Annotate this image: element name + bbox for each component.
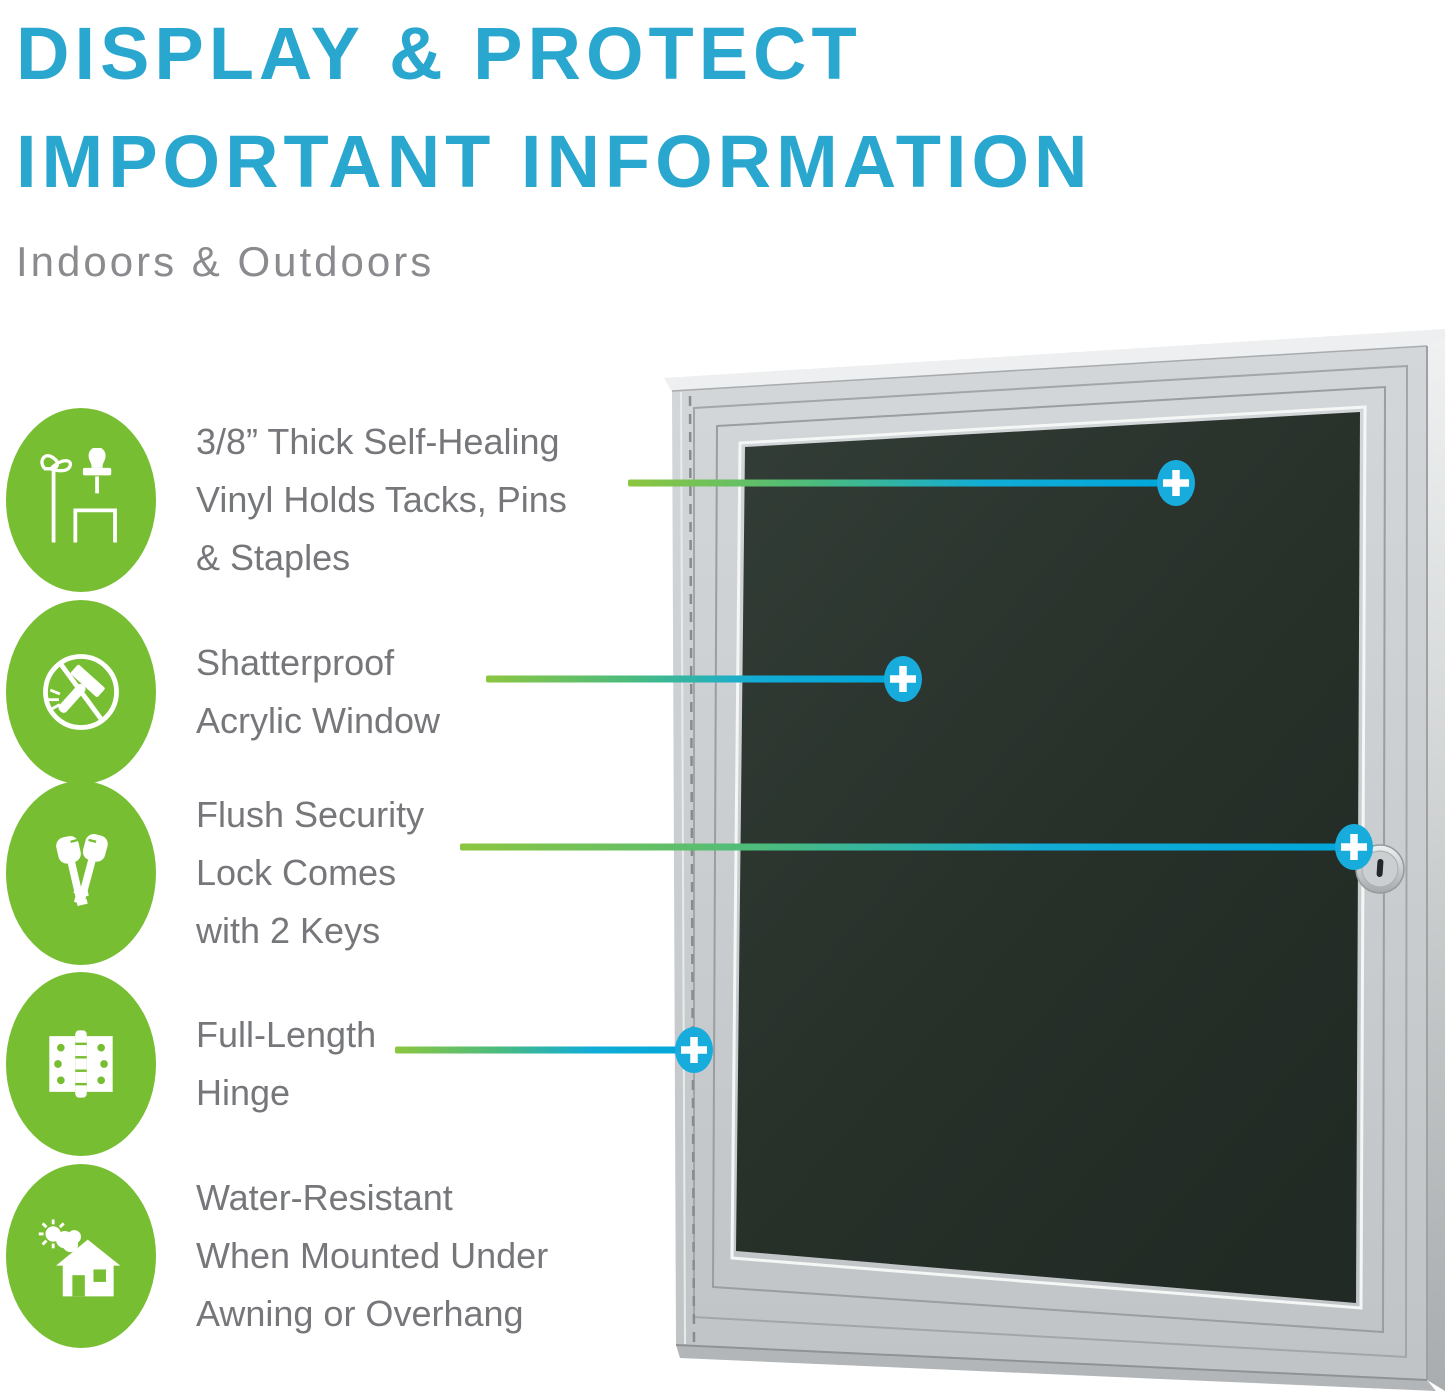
feature-vinyl: 3/8” Thick Self-Healing Vinyl Holds Tack… xyxy=(6,408,567,592)
frame-left-highlight xyxy=(680,391,686,1345)
cloud xyxy=(56,1230,81,1253)
callout-line-hinge xyxy=(395,1046,694,1054)
feature-text: Flush Security Lock Comes with 2 Keys xyxy=(196,794,425,951)
sun xyxy=(38,1219,65,1249)
keyhole xyxy=(1376,859,1384,877)
letter-board-surface xyxy=(736,412,1360,1303)
no-hammer-icon xyxy=(6,600,156,784)
callout-marker-vinyl xyxy=(1157,460,1195,506)
feature-text: Shatterproof Acrylic Window xyxy=(196,642,441,741)
frame-right-side-face xyxy=(1427,338,1445,1391)
feature-shatterproof: Shatterproof Acrylic Window xyxy=(6,600,440,784)
title-line-1: DISPLAY & PROTECT xyxy=(16,12,862,95)
title-line-2: IMPORTANT INFORMATION xyxy=(16,120,1093,203)
keys-icon xyxy=(6,781,156,965)
callout-marker-lock xyxy=(1335,824,1373,870)
door-inner-groove xyxy=(711,385,1387,1334)
house xyxy=(56,1239,121,1297)
hinge-line xyxy=(688,395,696,1343)
header: DISPLAY & PROTECT IMPORTANT INFORMATION … xyxy=(16,0,1092,286)
feature-text: Water-Resistant When Mounted Under Awnin… xyxy=(196,1177,549,1334)
callout-line-vinyl xyxy=(628,479,1176,487)
acrylic-window-edge xyxy=(730,405,1367,1310)
callout-lines xyxy=(395,479,1354,1054)
door-outer-groove xyxy=(693,364,1409,1359)
frame-top-face xyxy=(664,329,1445,392)
feature-water-resistant: Water-Resistant When Mounted Under Awnin… xyxy=(6,1164,548,1348)
callout-marker-hinge xyxy=(675,1027,713,1073)
page-subtitle: Indoors & Outdoors xyxy=(16,238,435,285)
callout-markers xyxy=(675,460,1373,1073)
feature-lock: Flush Security Lock Comes with 2 Keys xyxy=(6,781,424,965)
house-weather-icon xyxy=(6,1164,156,1348)
feature-text: Full-Length Hinge xyxy=(196,1014,377,1113)
callout-marker-window xyxy=(884,656,922,702)
frame-bottom-face xyxy=(676,1345,1436,1391)
page-title: DISPLAY & PROTECT IMPORTANT INFORMATION xyxy=(16,0,1092,216)
hinge-icon xyxy=(6,972,156,1156)
pins-staples-icon xyxy=(6,408,156,592)
callout-line-window xyxy=(486,675,903,683)
feature-text: 3/8” Thick Self-Healing Vinyl Holds Tack… xyxy=(196,421,567,578)
feature-hinge: Full-Length Hinge xyxy=(6,972,376,1156)
callout-line-lock xyxy=(460,843,1354,851)
